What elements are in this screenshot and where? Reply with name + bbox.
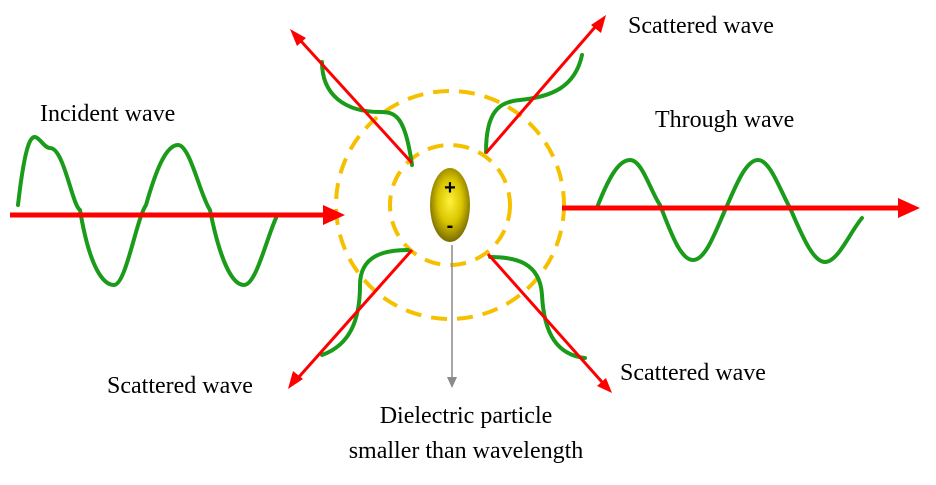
label-particle-line-1: Dielectric particle — [380, 403, 553, 429]
scattered-packet-upper-left — [320, 60, 414, 167]
through-arrow-head — [898, 198, 920, 218]
scatter-arrowhead-upper-right — [591, 15, 606, 33]
inner-dashed-ring — [388, 143, 512, 267]
negative-charge-sign: - — [447, 215, 454, 237]
label-through-wave: Through wave — [655, 107, 794, 133]
scatter-arrowhead-upper-left — [290, 29, 306, 46]
scatter-arrowhead-lower-right — [597, 378, 612, 393]
incident-arrow-head — [323, 205, 345, 225]
scatter-arrow-lower-right — [486, 253, 604, 383]
scattered-packet-upper-right — [484, 53, 584, 154]
through-wave — [596, 158, 864, 264]
incident-wave — [16, 135, 278, 287]
scatter-arrowhead-lower-left — [288, 371, 303, 389]
dielectric-particle — [430, 168, 470, 242]
label-incident-wave: Incident wave — [40, 101, 175, 127]
particle-pointer-head — [447, 377, 457, 388]
positive-charge-sign: + — [444, 177, 456, 199]
label-scattered-wave-bottom-right: Scattered wave — [620, 360, 766, 386]
scattered-packet-lower-right — [488, 255, 587, 360]
label-particle-line-2: smaller than wavelength — [349, 438, 584, 464]
scatter-arrow-upper-right — [484, 25, 598, 154]
scattered-packet-lower-left — [320, 248, 410, 357]
scatter-arrow-upper-left — [298, 38, 414, 165]
outer-dashed-ring — [334, 89, 566, 321]
label-scattered-wave-top-right: Scattered wave — [628, 13, 774, 39]
scatter-arrow-lower-left — [296, 249, 414, 379]
label-scattered-wave-bottom-left: Scattered wave — [107, 373, 253, 399]
